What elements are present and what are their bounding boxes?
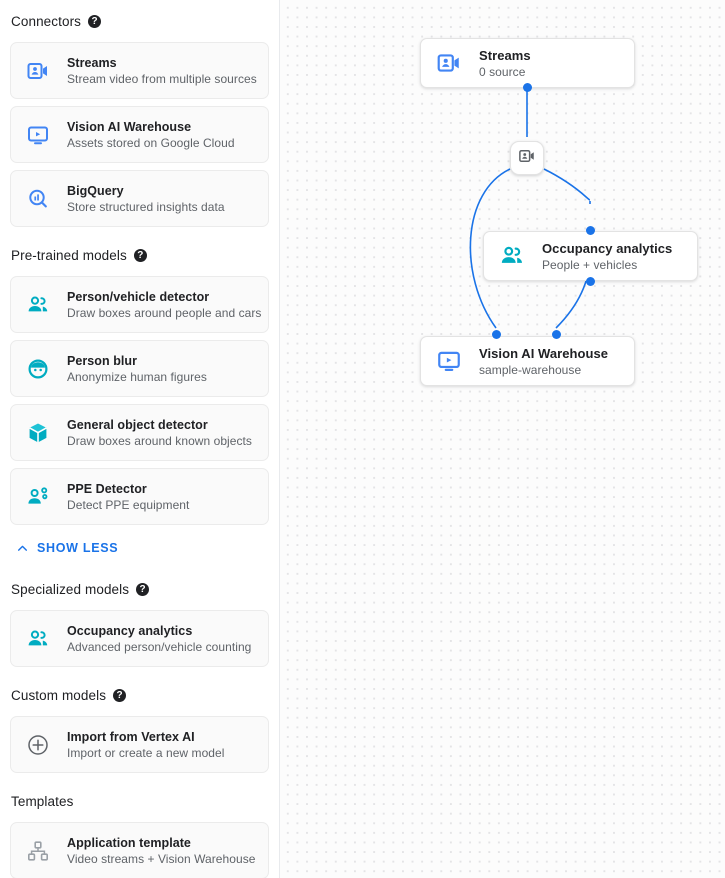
monitor-play-icon (25, 122, 51, 148)
graph-edges (469, 58, 591, 329)
sidebar-item-text: Vision AI Warehouse Assets stored on Goo… (67, 120, 235, 150)
canvas-node-occupancy-analytics[interactable]: Occupancy analytics People + vehicles (483, 231, 698, 281)
node-subtitle: 0 source (479, 64, 526, 79)
item-title: PPE Detector (67, 481, 147, 496)
canvas-node-vision-ai-warehouse[interactable]: Vision AI Warehouse sample-warehouse (420, 336, 635, 386)
component-sidebar: Connectors ? Streams Stream video from m… (0, 0, 280, 878)
node-title: Vision AI Warehouse (479, 345, 609, 361)
section-header-templates: Templates (10, 780, 269, 822)
node-port-occupancy-input[interactable] (586, 226, 595, 235)
canvas-node-text: Occupancy analytics People + vehicles (542, 241, 672, 272)
sidebar-item-import-from-vertex-ai[interactable]: Import from Vertex AI Import or create a… (10, 716, 269, 773)
sidebar-item-streams[interactable]: Streams Stream video from multiple sourc… (10, 42, 269, 99)
video-camera-person-icon (25, 58, 51, 84)
item-title: Occupancy analytics (67, 623, 193, 638)
help-icon[interactable]: ? (133, 248, 147, 262)
sidebar-item-bigquery[interactable]: BigQuery Store structured insights data (10, 170, 269, 227)
canvas-node-streams[interactable]: Streams 0 source (420, 38, 635, 88)
section-title: Specialized models (11, 581, 130, 597)
item-subtitle: Anonymize human figures (67, 369, 207, 384)
item-subtitle: Store structured insights data (67, 199, 225, 214)
sidebar-item-person-blur[interactable]: Person blur Anonymize human figures (10, 340, 269, 397)
show-less-button[interactable]: SHOW LESS (10, 532, 269, 564)
node-port-warehouse-input-2[interactable] (552, 330, 561, 339)
section-title: Templates (11, 793, 74, 809)
show-less-label: SHOW LESS (37, 541, 119, 555)
monitor-play-icon (435, 347, 463, 375)
graph-canvas[interactable]: Streams 0 source (280, 0, 725, 878)
section-title: Connectors (11, 13, 82, 29)
sidebar-item-text: Person blur Anonymize human figures (67, 354, 207, 384)
person-vehicle-icon (25, 626, 51, 652)
node-port-warehouse-input-1[interactable] (492, 330, 501, 339)
sidebar-item-application-template[interactable]: Application template Video streams + Vis… (10, 822, 269, 878)
sidebar-item-person-vehicle-detector[interactable]: Person/vehicle detector Draw boxes aroun… (10, 276, 269, 333)
plus-circle-icon (25, 732, 51, 758)
item-subtitle: Video streams + Vision Warehouse (67, 851, 256, 866)
sidebar-item-vision-ai-warehouse[interactable]: Vision AI Warehouse Assets stored on Goo… (10, 106, 269, 163)
node-subtitle: People + vehicles (542, 257, 638, 272)
canvas-badge-node-stream[interactable] (510, 141, 544, 175)
video-camera-person-icon (518, 147, 536, 170)
sidebar-item-text: Import from Vertex AI Import or create a… (67, 730, 224, 760)
item-title: Streams (67, 55, 117, 70)
item-subtitle: Advanced person/vehicle counting (67, 639, 252, 654)
node-port-streams-output[interactable] (523, 83, 532, 92)
item-title: BigQuery (67, 183, 124, 198)
face-blur-icon (25, 356, 51, 382)
sidebar-item-text: BigQuery Store structured insights data (67, 184, 225, 214)
person-vehicle-icon (25, 292, 51, 318)
item-title: Person/vehicle detector (67, 289, 210, 304)
node-title: Occupancy analytics (542, 240, 673, 256)
canvas-node-text: Streams 0 source (479, 48, 531, 79)
node-title: Streams (479, 47, 531, 63)
sidebar-item-occupancy-analytics[interactable]: Occupancy analytics Advanced person/vehi… (10, 610, 269, 667)
item-title: Import from Vertex AI (67, 729, 195, 744)
help-icon[interactable]: ? (88, 14, 102, 28)
sidebar-item-text: Occupancy analytics Advanced person/vehi… (67, 624, 251, 654)
ppe-person-icon (25, 484, 51, 510)
sidebar-item-general-object-detector[interactable]: General object detector Draw boxes aroun… (10, 404, 269, 461)
sidebar-item-text: General object detector Draw boxes aroun… (67, 418, 252, 448)
item-title: Vision AI Warehouse (67, 119, 192, 134)
node-port-occupancy-output[interactable] (586, 277, 595, 286)
cube-icon (25, 420, 51, 446)
item-subtitle: Import or create a new model (67, 745, 225, 760)
section-header-pre-trained-models: Pre-trained models ? (10, 234, 269, 276)
sidebar-item-text: Application template Video streams + Vis… (67, 836, 255, 866)
hierarchy-icon (25, 838, 51, 864)
chevron-up-icon (16, 542, 29, 555)
section-title: Custom models (11, 687, 107, 703)
section-title: Pre-trained models (11, 247, 127, 263)
sidebar-item-text: Streams Stream video from multiple sourc… (67, 56, 257, 86)
section-header-custom-models: Custom models ? (10, 674, 269, 716)
video-camera-person-icon (435, 49, 463, 77)
person-vehicle-icon (498, 242, 526, 270)
item-subtitle: Stream video from multiple sources (67, 71, 257, 86)
sidebar-item-ppe-detector[interactable]: PPE Detector Detect PPE equipment (10, 468, 269, 525)
section-header-connectors: Connectors ? (10, 0, 269, 42)
item-subtitle: Draw boxes around people and cars (67, 305, 262, 320)
help-icon[interactable]: ? (136, 582, 150, 596)
item-title: General object detector (67, 417, 208, 432)
item-subtitle: Assets stored on Google Cloud (67, 135, 235, 150)
sidebar-item-text: PPE Detector Detect PPE equipment (67, 482, 189, 512)
canvas-node-text: Vision AI Warehouse sample-warehouse (479, 346, 608, 377)
item-title: Application template (67, 835, 191, 850)
section-header-specialized-models: Specialized models ? (10, 568, 269, 610)
magnifier-bars-icon (25, 186, 51, 212)
help-icon[interactable]: ? (113, 688, 127, 702)
sidebar-item-text: Person/vehicle detector Draw boxes aroun… (67, 289, 262, 320)
item-subtitle: Detect PPE equipment (67, 497, 190, 512)
node-subtitle: sample-warehouse (479, 362, 582, 377)
item-title: Person blur (67, 353, 138, 368)
item-subtitle: Draw boxes around known objects (67, 433, 252, 448)
